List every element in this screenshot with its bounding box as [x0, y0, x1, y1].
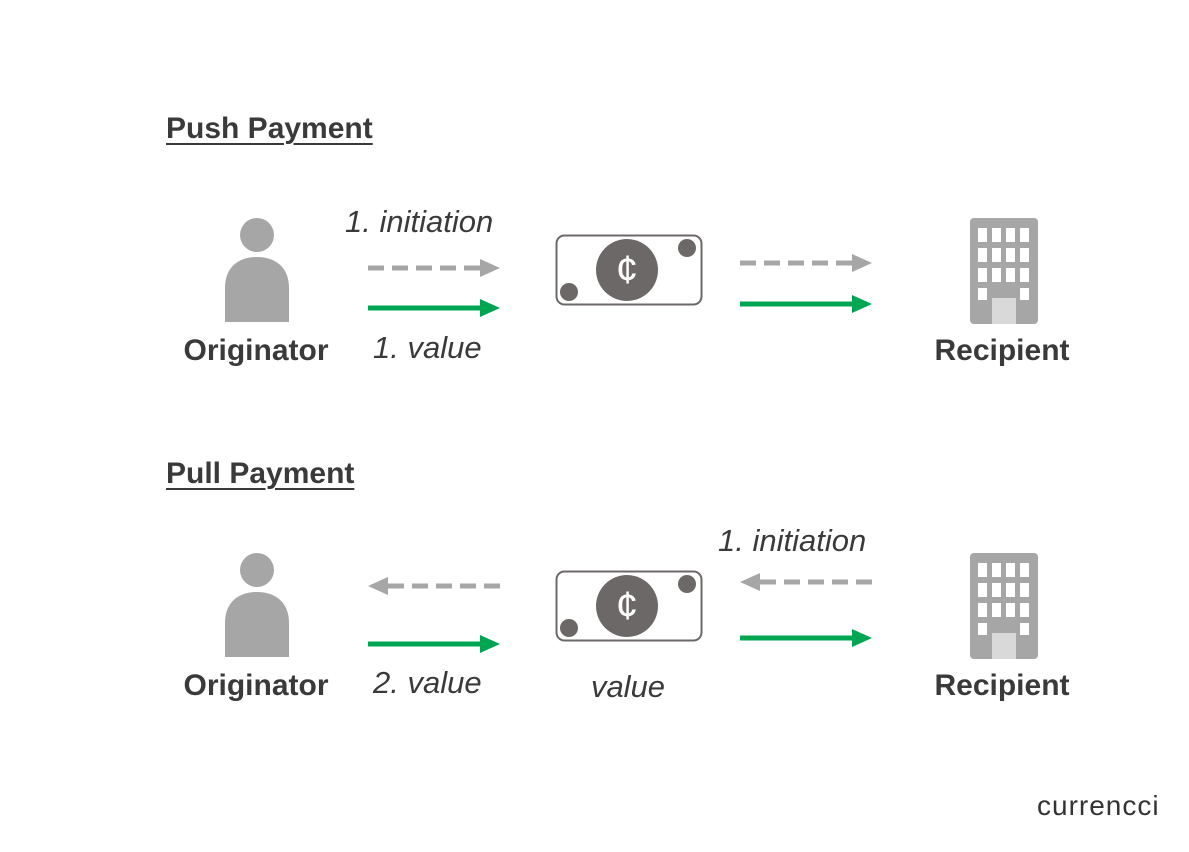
initiation-arrow: [740, 573, 872, 591]
building-icon: [970, 218, 1038, 324]
initiation-arrow: [368, 577, 500, 595]
person-icon: [225, 553, 289, 657]
value-label: 1. value: [373, 330, 482, 365]
push-payment-title: Push Payment: [166, 112, 373, 145]
building-icon: [970, 553, 1038, 659]
originator-label: Originator: [183, 669, 329, 702]
originator-label: Originator: [183, 334, 329, 367]
initiation-label: 1. initiation: [718, 523, 867, 558]
value-arrow: [740, 629, 872, 647]
banknote-icon: [555, 570, 703, 642]
pull-payment-title: Pull Payment: [166, 457, 355, 490]
initiation-arrow: [740, 254, 872, 272]
banknote-icon: [555, 234, 703, 306]
recipient-label: Recipient: [934, 334, 1070, 367]
initiation-arrow: [368, 259, 500, 277]
person-icon: [225, 218, 289, 322]
value-label: 2. value: [373, 665, 482, 700]
value-arrow: [740, 295, 872, 313]
currency-symbol: ¢: [615, 584, 639, 628]
value-arrow: [368, 635, 500, 653]
currency-symbol: ¢: [615, 248, 639, 292]
initiation-label: 1. initiation: [345, 204, 494, 239]
brand-logo: currencci: [1037, 790, 1160, 821]
middle-value-label: value: [590, 669, 666, 704]
recipient-label: Recipient: [934, 669, 1070, 702]
value-arrow: [368, 299, 500, 317]
